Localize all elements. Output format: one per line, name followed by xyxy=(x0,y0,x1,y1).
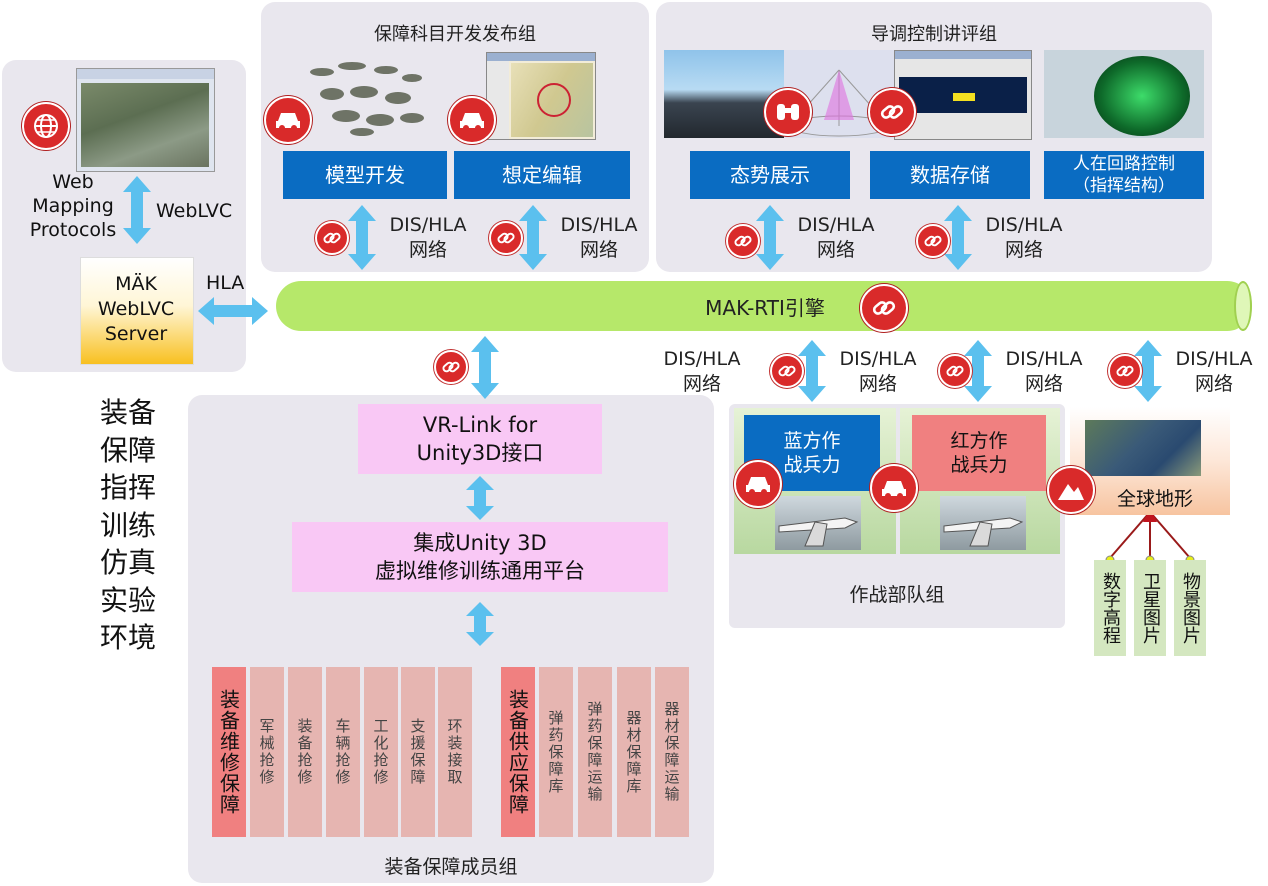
chain-link-icon xyxy=(315,221,349,255)
arrow-vrlink-net xyxy=(471,336,499,399)
arrow-vrlink-platform xyxy=(466,476,494,520)
supply-item: 弹药保障运输 xyxy=(578,667,612,837)
satellite-terrain-image xyxy=(1085,420,1201,476)
chain-link-icon xyxy=(770,354,804,388)
net-label-red: DIS/HLA 网络 xyxy=(1005,348,1083,395)
car-icon xyxy=(870,464,918,512)
mountain-icon xyxy=(1047,466,1095,514)
connector-scenery xyxy=(1149,511,1191,559)
maintenance-item: 车辆抢修 xyxy=(326,667,360,837)
cockpit-image xyxy=(664,50,784,138)
net-label-scenario: DIS/HLA 网络 xyxy=(560,214,638,261)
net-label-blue: DIS/HLA 网络 xyxy=(839,348,917,395)
rti-pipe xyxy=(276,281,1252,331)
net-label-model: DIS/HLA 网络 xyxy=(389,214,467,261)
terrain-source-satellite: 卫星图片 xyxy=(1134,560,1166,656)
arrow-red-net xyxy=(964,340,992,402)
net-label-terrain: DIS/HLA 网络 xyxy=(1175,348,1253,395)
chain-link-icon xyxy=(860,284,908,332)
car-icon xyxy=(734,460,782,508)
terrain-source-elevation: 数字高程 xyxy=(1094,560,1126,656)
combat-group-title: 作战部队组 xyxy=(849,584,945,606)
maintenance-header: 装备维修保障 xyxy=(212,667,246,837)
supply-header: 装备供应保障 xyxy=(501,667,535,837)
data-storage-button[interactable]: 数据存储 xyxy=(870,151,1030,199)
models-image xyxy=(302,52,432,140)
aircraft-image-red xyxy=(940,496,1026,550)
chain-link-icon xyxy=(916,224,950,258)
car-icon xyxy=(264,96,312,144)
arrow-data-net xyxy=(944,205,972,270)
binoculars-icon xyxy=(764,88,812,136)
side-title: 装备 保障 指挥 训练 仿真 实验 环境 xyxy=(99,396,156,654)
chain-link-icon xyxy=(1108,354,1142,388)
arrow-terrain-net xyxy=(1134,340,1162,402)
support-group-title: 装备保障成员组 xyxy=(384,856,518,878)
chain-link-icon xyxy=(489,221,523,255)
supply-item: 弹药保障库 xyxy=(539,667,573,837)
supply-item: 器材保障库 xyxy=(617,667,651,837)
terrain-source-scenery: 物景图片 xyxy=(1174,560,1206,656)
maintenance-item: 装备抢修 xyxy=(288,667,322,837)
web-mapping-protocols-label: Web Mapping Protocols xyxy=(29,171,117,241)
terrain-label: 全球地形 xyxy=(1116,488,1193,510)
vrlink-interface-box[interactable]: VR-Link for Unity3D接口 xyxy=(358,404,602,474)
arrow-hla-horizontal xyxy=(198,297,268,325)
maintenance-item: 支援保障 xyxy=(401,667,435,837)
red-force-button[interactable]: 红方作 战兵力 xyxy=(912,415,1046,491)
dev-group-title: 保障科目开发发布组 xyxy=(374,24,536,45)
weblvc-server-box xyxy=(80,257,194,365)
data-recorder-image xyxy=(894,50,1032,140)
rti-label: MAK-RTI引擎 xyxy=(705,296,825,320)
weblvc-label: WebLVC xyxy=(156,200,233,222)
chain-link-icon xyxy=(938,354,972,388)
scenario-editor-image xyxy=(486,52,596,140)
car-icon xyxy=(448,96,496,144)
chain-link-icon xyxy=(868,88,916,136)
chain-link-icon xyxy=(434,350,468,384)
maintenance-item: 军械抢修 xyxy=(250,667,284,837)
scenario-edit-button[interactable]: 想定编辑 xyxy=(454,151,630,199)
arrow-web-vertical xyxy=(123,176,151,244)
chain-link-icon xyxy=(726,224,760,258)
arrow-scenario-net xyxy=(519,205,547,270)
arrow-blue-net xyxy=(798,340,826,402)
unity-platform-box[interactable]: 集成Unity 3D 虚拟维修训练通用平台 xyxy=(292,522,668,592)
net-label-data: DIS/HLA 网络 xyxy=(985,214,1063,261)
radar-screen-image xyxy=(1044,50,1204,138)
rti-pipe-end xyxy=(1234,281,1252,331)
supply-item: 器材保障运输 xyxy=(655,667,689,837)
connector-elevation xyxy=(1109,511,1151,559)
globe-icon xyxy=(22,102,70,150)
arrow-situation-net xyxy=(756,205,784,270)
aircraft-image-blue xyxy=(775,496,861,550)
hla-label: HLA xyxy=(206,272,245,294)
web-map-screenshot xyxy=(76,68,215,172)
maintenance-item: 环装接取 xyxy=(438,667,472,837)
net-label-situation: DIS/HLA 网络 xyxy=(797,214,875,261)
arrow-model-net xyxy=(348,205,376,270)
control-group-title: 导调控制讲评组 xyxy=(871,24,997,45)
arrow-platform-members xyxy=(466,602,494,646)
situation-display-button[interactable]: 态势展示 xyxy=(690,151,850,199)
weblvc-server-label: MÄK WebLVC Server xyxy=(97,273,175,345)
net-label-vrlink: DIS/HLA 网络 xyxy=(663,348,741,395)
human-in-loop-button[interactable]: 人在回路控制 （指挥结构） xyxy=(1044,151,1204,199)
maintenance-item: 工化抢修 xyxy=(364,667,398,837)
model-dev-button[interactable]: 模型开发 xyxy=(283,151,447,199)
